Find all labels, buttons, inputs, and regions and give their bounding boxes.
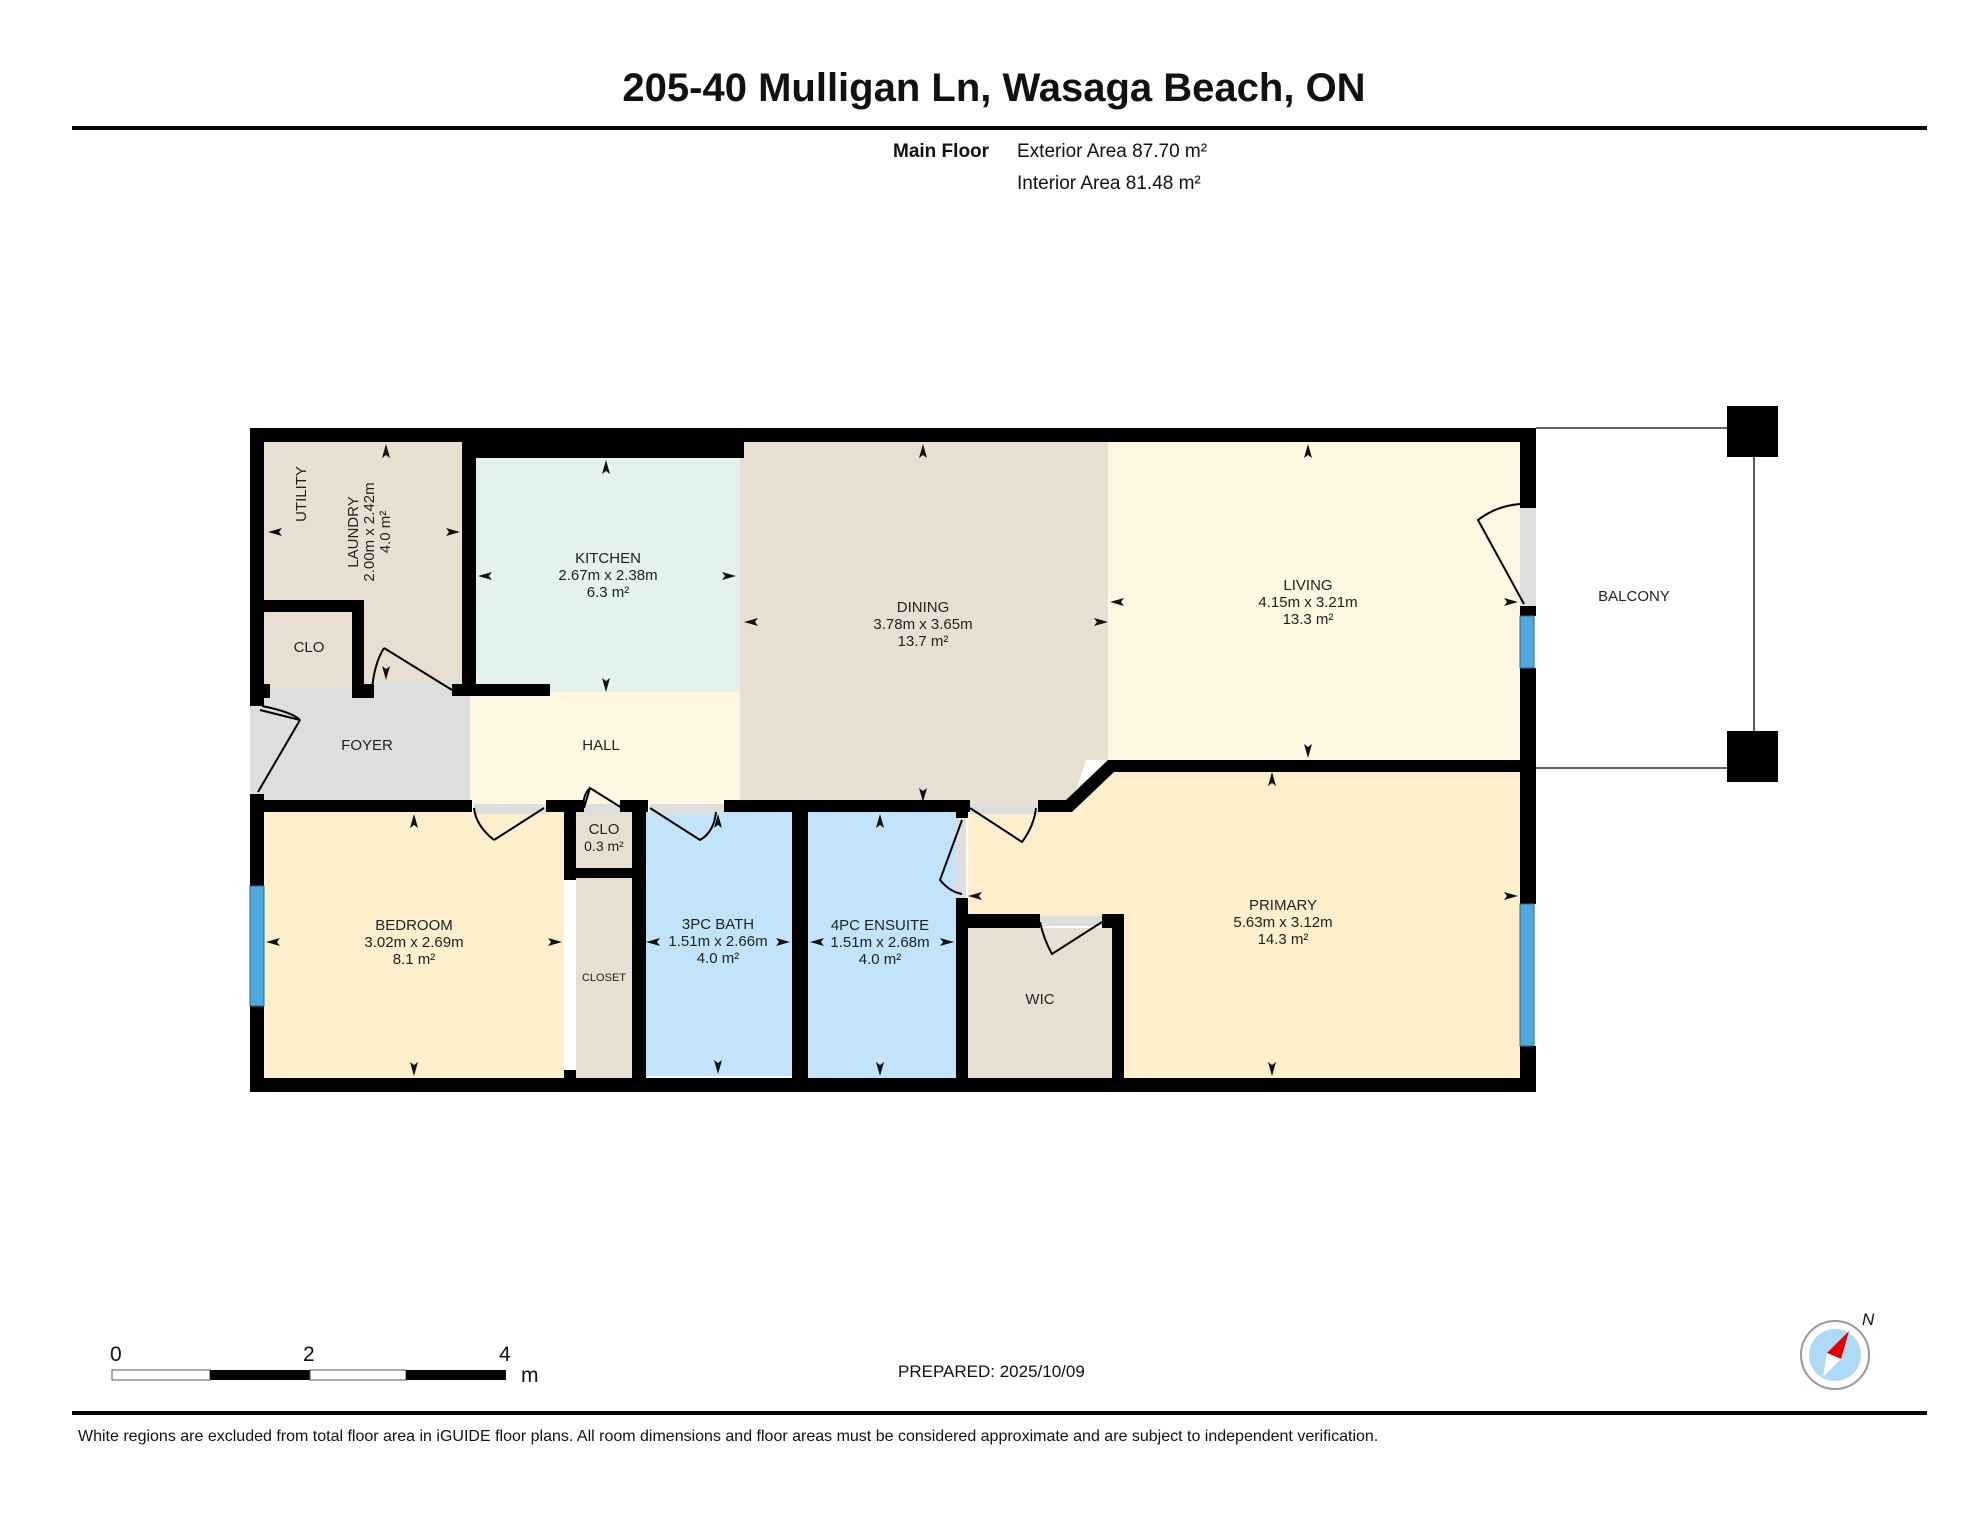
label-closet: CLOSET xyxy=(582,972,626,984)
label-clo-top: CLO xyxy=(294,639,325,656)
compass-north-label: N xyxy=(1862,1310,1875,1329)
room-bedroom xyxy=(264,812,564,1078)
room-clo-top xyxy=(264,612,360,692)
label-living-dims: 4.15m x 3.21m xyxy=(1258,594,1357,611)
label-ensuite4-area: 4.0 m² xyxy=(859,951,902,968)
door-balcony xyxy=(1476,503,1525,605)
prepared-date: PREPARED: 2025/10/09 xyxy=(898,1362,1085,1381)
label-wic: WIC xyxy=(1025,991,1054,1008)
label-utility: UTILITY xyxy=(293,466,310,522)
label-bath3-dims: 1.51m x 2.66m xyxy=(668,933,767,950)
window-primary xyxy=(1519,903,1535,1047)
label-bedroom: BEDROOM xyxy=(375,917,453,934)
room-bath3 xyxy=(644,812,792,1076)
floor-name: Main Floor xyxy=(893,141,990,162)
room-closet xyxy=(576,876,632,1078)
interior-area: Interior Area 81.48 m² xyxy=(1017,173,1201,194)
room-clo-small xyxy=(576,812,632,868)
room-living xyxy=(1108,442,1520,760)
label-laundry-dims: 2.00m x 2.42m xyxy=(361,482,378,581)
window-living xyxy=(1519,615,1535,669)
label-kitchen: KITCHEN xyxy=(575,550,641,567)
room-wic xyxy=(968,928,1116,1078)
door-wic xyxy=(1039,921,1103,956)
label-bath3: 3PC BATH xyxy=(682,916,754,933)
exterior-area: Exterior Area 87.70 m² xyxy=(1017,141,1208,162)
room-fills xyxy=(250,442,1536,1078)
disclaimer: White regions are excluded from total fl… xyxy=(78,1428,1379,1445)
label-dining-area: 13.7 m² xyxy=(898,633,949,650)
label-clo-small-area: 0.3 m² xyxy=(584,838,624,854)
room-primary xyxy=(968,772,1520,1078)
room-kitchen xyxy=(476,458,740,692)
label-clo-small: CLO xyxy=(589,821,620,838)
label-kitchen-area: 6.3 m² xyxy=(587,584,630,601)
door-ensuite xyxy=(938,819,963,895)
room-hall xyxy=(470,692,740,804)
scale-tick-2: 2 xyxy=(303,1343,315,1366)
label-dining: DINING xyxy=(897,599,950,616)
label-living-area: 13.3 m² xyxy=(1283,611,1334,628)
scale-unit: m xyxy=(521,1364,539,1387)
label-hall: HALL xyxy=(582,737,620,754)
window-bedroom xyxy=(249,885,265,1007)
header-divider xyxy=(72,126,1927,130)
compass-icon xyxy=(1800,1320,1870,1390)
balcony-post-top xyxy=(1727,406,1778,457)
label-living: LIVING xyxy=(1283,577,1332,594)
label-ensuite4: 4PC ENSUITE xyxy=(831,917,929,934)
room-dining xyxy=(740,442,1112,808)
label-primary-area: 14.3 m² xyxy=(1258,931,1309,948)
label-laundry-area: 4.0 m² xyxy=(377,511,394,554)
scale-bar xyxy=(111,1369,506,1381)
door-clo-small xyxy=(582,786,623,809)
label-bath3-area: 4.0 m² xyxy=(697,950,740,967)
page-title: 205-40 Mulligan Ln, Wasaga Beach, ON xyxy=(622,66,1366,110)
label-primary-dims: 5.63m x 3.12m xyxy=(1233,914,1332,931)
scale-tick-0: 0 xyxy=(110,1343,122,1366)
room-labels: UTILITY LAUNDRY 2.00m x 2.42m 4.0 m² CLO… xyxy=(293,466,1670,1008)
label-dining-dims: 3.78m x 3.65m xyxy=(873,616,972,633)
room-ensuite4 xyxy=(808,812,956,1078)
door-bath3 xyxy=(649,807,717,842)
door-laundry xyxy=(371,647,453,691)
room-foyer-entry xyxy=(250,706,264,794)
scale-tick-4: 4 xyxy=(499,1343,511,1366)
label-primary: PRIMARY xyxy=(1249,897,1317,914)
footer-divider xyxy=(72,1411,1927,1415)
label-bedroom-area: 8.1 m² xyxy=(393,951,436,968)
label-foyer: FOYER xyxy=(341,737,393,754)
label-bedroom-dims: 3.02m x 2.69m xyxy=(364,934,463,951)
label-balcony: BALCONY xyxy=(1598,588,1670,605)
label-kitchen-dims: 2.67m x 2.38m xyxy=(558,567,657,584)
room-foyer xyxy=(264,692,470,804)
label-laundry: LAUNDRY xyxy=(345,496,362,567)
windows xyxy=(249,615,1535,1047)
balcony xyxy=(1536,406,1778,782)
balcony-post-bottom xyxy=(1727,731,1778,782)
door-swings xyxy=(257,503,1525,956)
walls xyxy=(250,428,1536,1092)
label-ensuite4-dims: 1.51m x 2.68m xyxy=(830,934,929,951)
door-bedroom xyxy=(473,807,545,841)
door-entry xyxy=(257,705,301,793)
door-primary xyxy=(969,807,1037,844)
